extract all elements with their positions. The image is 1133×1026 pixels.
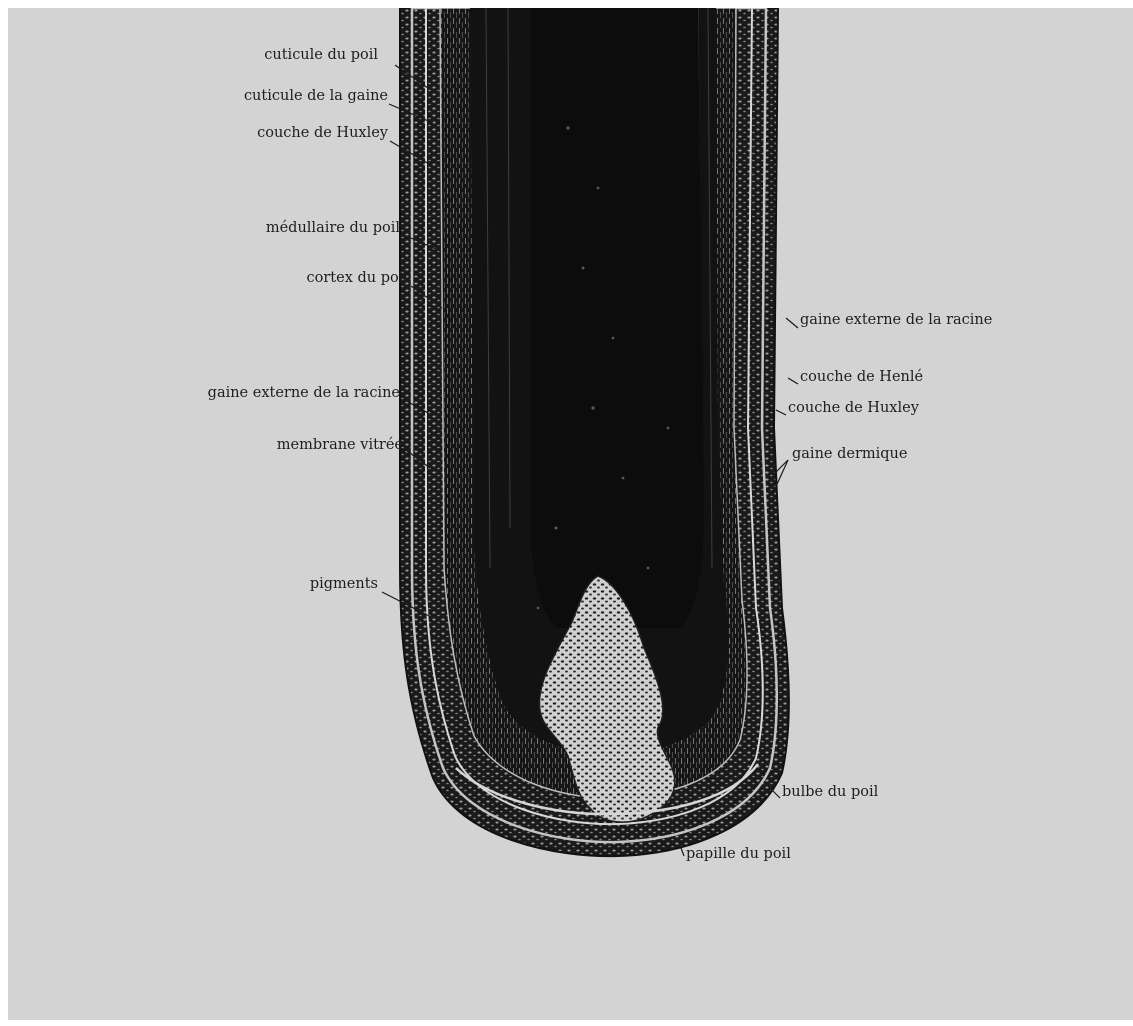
label-cuticule-de-la-gaine: cuticule de la gaine <box>244 88 388 104</box>
label-gaine-externe-right: gaine externe de la racine <box>800 312 992 328</box>
label-couche-de-huxley-left: couche de Huxley <box>257 125 388 141</box>
label-papille-du-poil: papille du poil <box>686 846 791 862</box>
figure-panel: cuticule du poil cuticule de la gaine co… <box>8 8 1133 1020</box>
label-gaine-externe-left: gaine externe de la racine <box>208 385 400 401</box>
label-bulbe-du-poil: bulbe du poil <box>782 784 878 800</box>
label-cuticule-du-poil: cuticule du poil <box>264 47 378 63</box>
hair-follicle-illustration <box>8 8 1133 1020</box>
hair-medulla <box>530 8 704 628</box>
label-couche-de-henle: couche de Henlé <box>800 369 923 385</box>
label-couche-de-huxley-right: couche de Huxley <box>788 400 919 416</box>
label-membrane-vitree: membrane vitrée <box>277 437 403 453</box>
label-gaine-dermique: gaine dermique <box>792 446 907 462</box>
label-cortex-du-poil: cortex du poil <box>307 270 409 286</box>
label-pigments: pigments <box>310 576 378 592</box>
label-medullaire-du-poil: médullaire du poil <box>266 220 400 236</box>
